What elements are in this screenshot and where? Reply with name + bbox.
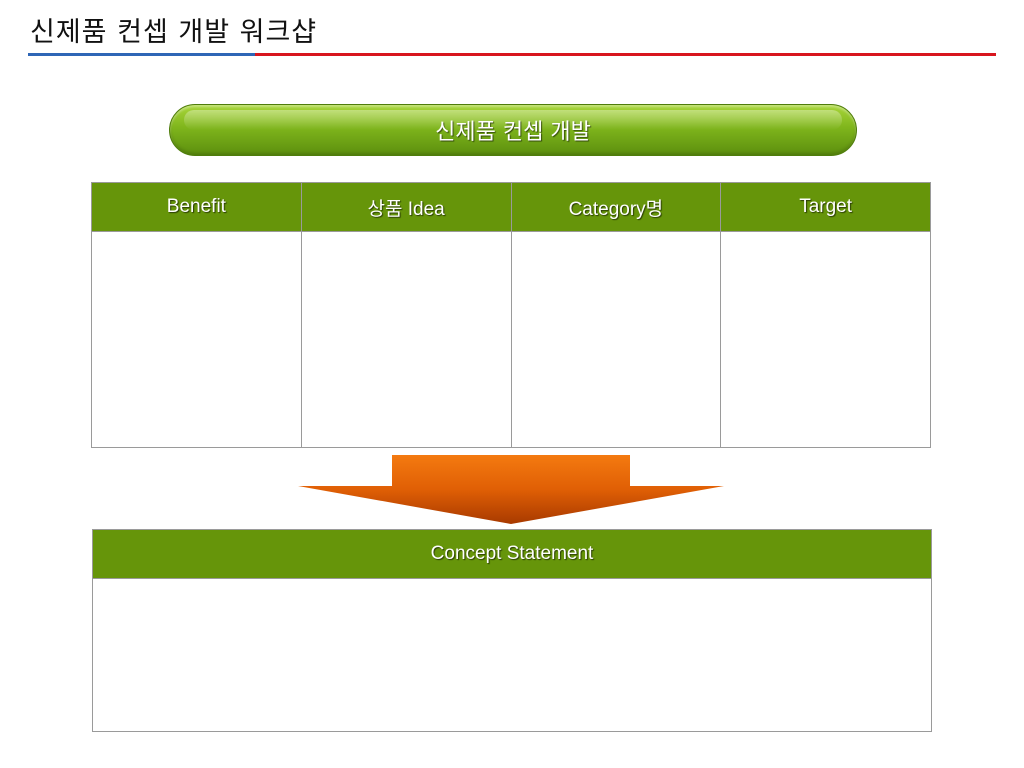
- cell-category[interactable]: [510, 231, 722, 448]
- banner-gloss: [184, 110, 842, 130]
- cell-product-idea[interactable]: [300, 231, 512, 448]
- idea-table: Benefit 상품 Idea Category명 Target: [91, 182, 931, 448]
- down-arrow-icon: [298, 455, 724, 524]
- concept-statement-box: Concept Statement: [92, 529, 932, 732]
- column-header-target: Target: [720, 182, 931, 232]
- title-underline-red: [255, 53, 996, 56]
- cell-target[interactable]: [720, 231, 931, 448]
- title-underline-blue: [28, 53, 268, 56]
- concept-statement-body[interactable]: [93, 579, 931, 731]
- cell-benefit[interactable]: [91, 231, 302, 448]
- page-title: 신제품 컨셉 개발 워크샵: [30, 17, 318, 48]
- table-header-row: Benefit 상품 Idea Category명 Target: [91, 182, 931, 232]
- concept-statement-header: Concept Statement: [93, 530, 931, 579]
- banner-label: 신제품 컨셉 개발: [435, 120, 591, 145]
- column-header-category: Category명: [510, 182, 722, 232]
- column-header-product-idea: 상품 Idea: [300, 182, 512, 232]
- column-header-benefit: Benefit: [91, 182, 302, 232]
- table-row: [91, 231, 931, 448]
- section-banner: 신제품 컨셉 개발: [169, 104, 857, 156]
